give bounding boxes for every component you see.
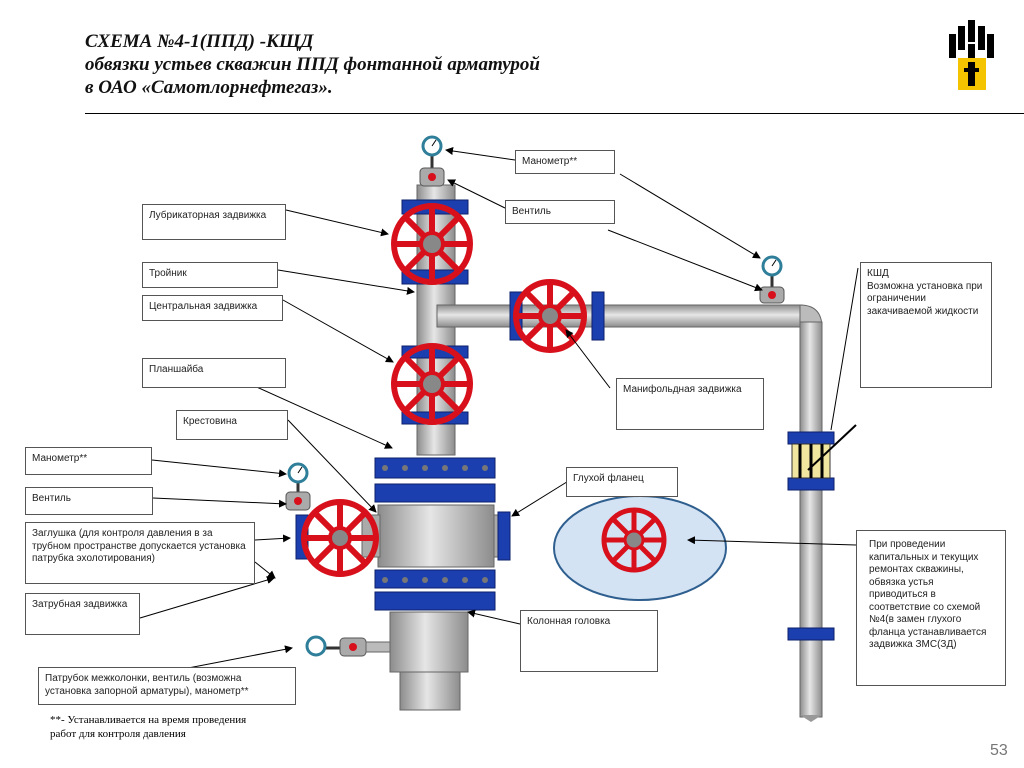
manometer-manifold-icon [759, 255, 785, 304]
footnote-line-2: работ для контроля давления [50, 728, 186, 740]
footnote-line-1: **- Устанавливается на время проведения [50, 714, 247, 726]
label-manifold-valve: Манифольдная задвижка [616, 378, 764, 430]
label-column-head: Колонная головка [520, 610, 658, 672]
manifold-pipe [436, 304, 803, 328]
right-vertical-pipe [799, 321, 823, 718]
label-text: Вентиль [32, 493, 71, 504]
company-logo [944, 18, 1000, 94]
label-plug: Заглушка (для контроля давления в за тру… [25, 522, 255, 584]
label-text: Лубрикаторная задвижка [149, 210, 267, 221]
title-divider [85, 113, 1024, 114]
label-cross: Крестовина [176, 410, 288, 440]
label-kshd: КШД Возможна установка при ограничении з… [860, 262, 992, 388]
label-text: Центральная задвижка [149, 301, 258, 312]
label-text: Манометр** [32, 453, 88, 464]
label-text: Вентиль [512, 206, 551, 217]
label-text: Тройник [149, 268, 187, 279]
label-text: Манометр** [522, 156, 578, 167]
cross-body [377, 504, 495, 568]
label-annulus-valve: Затрубная задвижка [25, 593, 140, 635]
label-ventil-top: Вентиль [505, 200, 615, 224]
footnote: **- Устанавливается на время проведения … [50, 713, 246, 741]
label-central-valve: Центральная задвижка [142, 295, 283, 321]
label-text: Патрубок межколонки, вентиль (возможна у… [45, 673, 249, 697]
label-lubricator-valve: Лубрикаторная задвижка [142, 204, 286, 240]
label-text: КШД Возможна установка при ограничении з… [867, 268, 983, 317]
title-line-3: в ОАО «Самотлорнефтегаз». [85, 77, 333, 98]
label-tee: Тройник [142, 262, 278, 288]
label-text: Манифольдная задвижка [623, 384, 742, 395]
page-title: СХЕМА №4-1(ППД) -КЩД обвязки устьев сква… [85, 30, 540, 99]
label-ventil-left: Вентиль [25, 487, 153, 515]
label-text: Заглушка (для контроля давления в за тру… [32, 528, 246, 564]
label-text: При проведении капитальных и текущих рем… [869, 539, 987, 650]
label-text: Глухой фланец [573, 473, 644, 484]
manometer-left-icon [285, 462, 311, 511]
label-text: Крестовина [183, 416, 237, 427]
label-text: Планшайба [149, 364, 204, 375]
label-manometer-left: Манометр** [25, 447, 152, 475]
label-plate-washer: Планшайба [142, 358, 286, 388]
title-line-1: СХЕМА №4-1(ППД) -КЩД [85, 31, 314, 52]
label-intercolumn: Патрубок межколонки, вентиль (возможна у… [38, 667, 296, 705]
label-blind-flange: Глухой фланец [566, 467, 678, 497]
column-head-body [389, 611, 469, 673]
label-text: Колонная головка [527, 616, 611, 627]
label-repair-note: При проведении капитальных и текущих рем… [856, 530, 1006, 686]
label-text: Затрубная задвижка [32, 599, 128, 610]
manometer-top-icon [419, 135, 445, 187]
label-manometer-top: Манометр** [515, 150, 615, 174]
title-line-2: обвязки устьев скважин ППД фонтанной арм… [85, 54, 540, 75]
page-number: 53 [990, 742, 1008, 759]
manometer-intercolumn-icon [305, 635, 391, 657]
